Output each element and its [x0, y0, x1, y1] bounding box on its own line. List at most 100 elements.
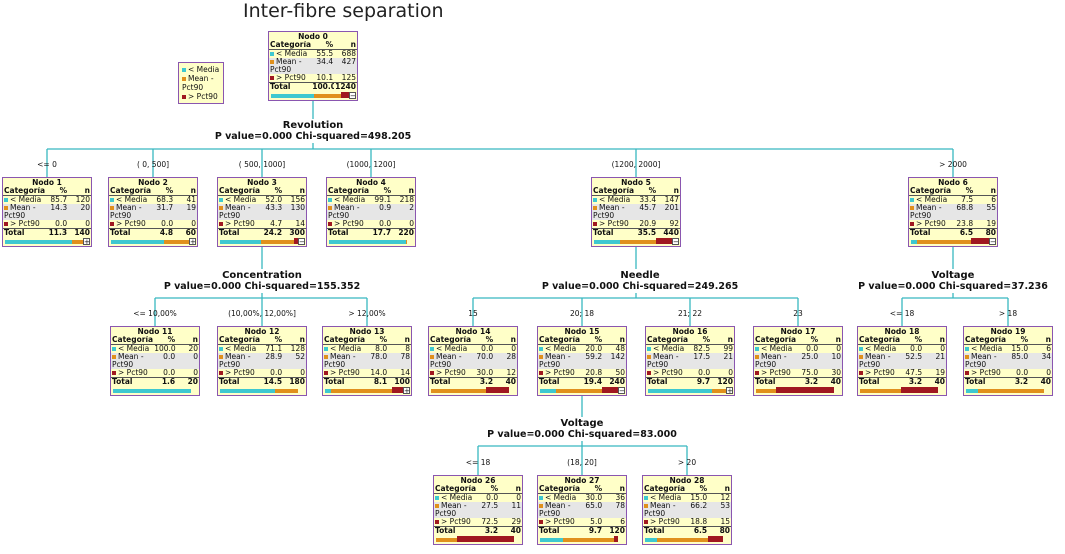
- expand-icon[interactable]: +: [403, 387, 410, 395]
- expand-icon[interactable]: +: [189, 238, 196, 246]
- category-label: > Pct90: [538, 369, 580, 378]
- collapse-icon[interactable]: −: [618, 387, 625, 395]
- n-value: 21: [923, 353, 946, 361]
- category-label: Mean -: [592, 204, 635, 212]
- node-title: Nodo 28: [669, 476, 705, 485]
- distribution-segment: [708, 536, 723, 542]
- n-value: 78: [603, 502, 626, 510]
- distribution-segment: [916, 240, 971, 244]
- col-header-category: Categoría: [538, 485, 581, 494]
- distribution-segment: [712, 389, 726, 393]
- expand-icon[interactable]: +: [726, 387, 733, 395]
- category-label: < Media: [646, 345, 688, 354]
- n-value: 11: [499, 502, 522, 510]
- category-label: < Media: [327, 196, 369, 205]
- category-label: < Media: [434, 494, 476, 503]
- col-header-category: Categoría: [538, 336, 581, 345]
- edge-label-14: 15: [468, 309, 478, 318]
- n-value: 0: [836, 344, 841, 353]
- total-label: Total: [538, 526, 581, 535]
- edge-label-17: 23: [793, 309, 803, 318]
- split-statistic: P value=0.000 Chi-squared=155.352: [163, 281, 361, 292]
- swatch-lt-media: [182, 68, 186, 72]
- node-title: Nodo 6: [938, 178, 968, 187]
- total-n: 40: [499, 526, 522, 535]
- category-label: Mean -: [909, 204, 952, 212]
- col-header-category: Categoría: [909, 187, 952, 196]
- category-label: < Media: [269, 50, 311, 59]
- n-value: 21: [711, 353, 734, 361]
- n-value: 48: [615, 344, 625, 353]
- category-sublabel: Pct90: [218, 212, 261, 220]
- total-pct: 3.2: [476, 526, 500, 535]
- collapse-icon[interactable]: −: [298, 238, 305, 246]
- distribution-segment: [294, 238, 298, 244]
- distribution-segment: [436, 538, 458, 542]
- distribution-bar: [111, 238, 189, 244]
- node-title: Nodo 3: [247, 178, 277, 187]
- col-header-category: Categoría: [646, 336, 689, 345]
- col-header-n: n: [283, 336, 306, 345]
- n-value: 0: [191, 220, 196, 229]
- distribution-bar: [911, 238, 990, 244]
- pct-value: 0.9: [369, 204, 393, 212]
- pct-value: 5.0: [590, 518, 603, 527]
- edge-label-26: <= 18: [465, 458, 491, 467]
- col-header-n: n: [174, 187, 197, 196]
- category-label: < Media: [964, 345, 1006, 354]
- category-label: < Media: [429, 345, 471, 354]
- total-n: 40: [494, 377, 517, 386]
- pct-value: 78.0: [365, 353, 389, 361]
- n-value: 0: [511, 344, 516, 353]
- col-header-n: n: [603, 485, 626, 494]
- pct-value: 20.9: [639, 220, 657, 229]
- col-header-n: n: [657, 187, 680, 196]
- edge-label-16: 21; 22: [678, 309, 702, 318]
- node-title: Nodo 4: [356, 178, 386, 187]
- distribution-bar: [540, 536, 618, 542]
- category-label: > Pct90: [909, 220, 951, 229]
- col-header-pct: %: [365, 336, 389, 345]
- category-sublabel: Pct90: [754, 361, 797, 369]
- distribution-segment: [756, 389, 776, 393]
- distribution-segment: [977, 389, 1044, 393]
- pct-value: 28.9: [260, 353, 284, 361]
- distribution-bar: [431, 387, 509, 393]
- expand-icon[interactable]: +: [83, 238, 90, 246]
- col-header-pct: %: [900, 336, 924, 345]
- collapse-icon[interactable]: −: [672, 238, 679, 246]
- col-header-n: n: [923, 336, 946, 345]
- distribution-segment: [271, 94, 315, 98]
- legend-item: > Pct90: [182, 92, 220, 101]
- distribution-segment: [775, 387, 834, 393]
- collapse-icon[interactable]: −: [989, 238, 996, 246]
- total-pct: 14.5: [260, 377, 284, 386]
- col-header-category: Categoría: [643, 485, 686, 494]
- distribution-segment: [406, 240, 407, 244]
- collapse-icon[interactable]: −: [349, 92, 356, 100]
- split-statistic: P value=0.000 Chi-squared=83.000: [487, 429, 677, 440]
- category-label: > Pct90: [434, 518, 476, 527]
